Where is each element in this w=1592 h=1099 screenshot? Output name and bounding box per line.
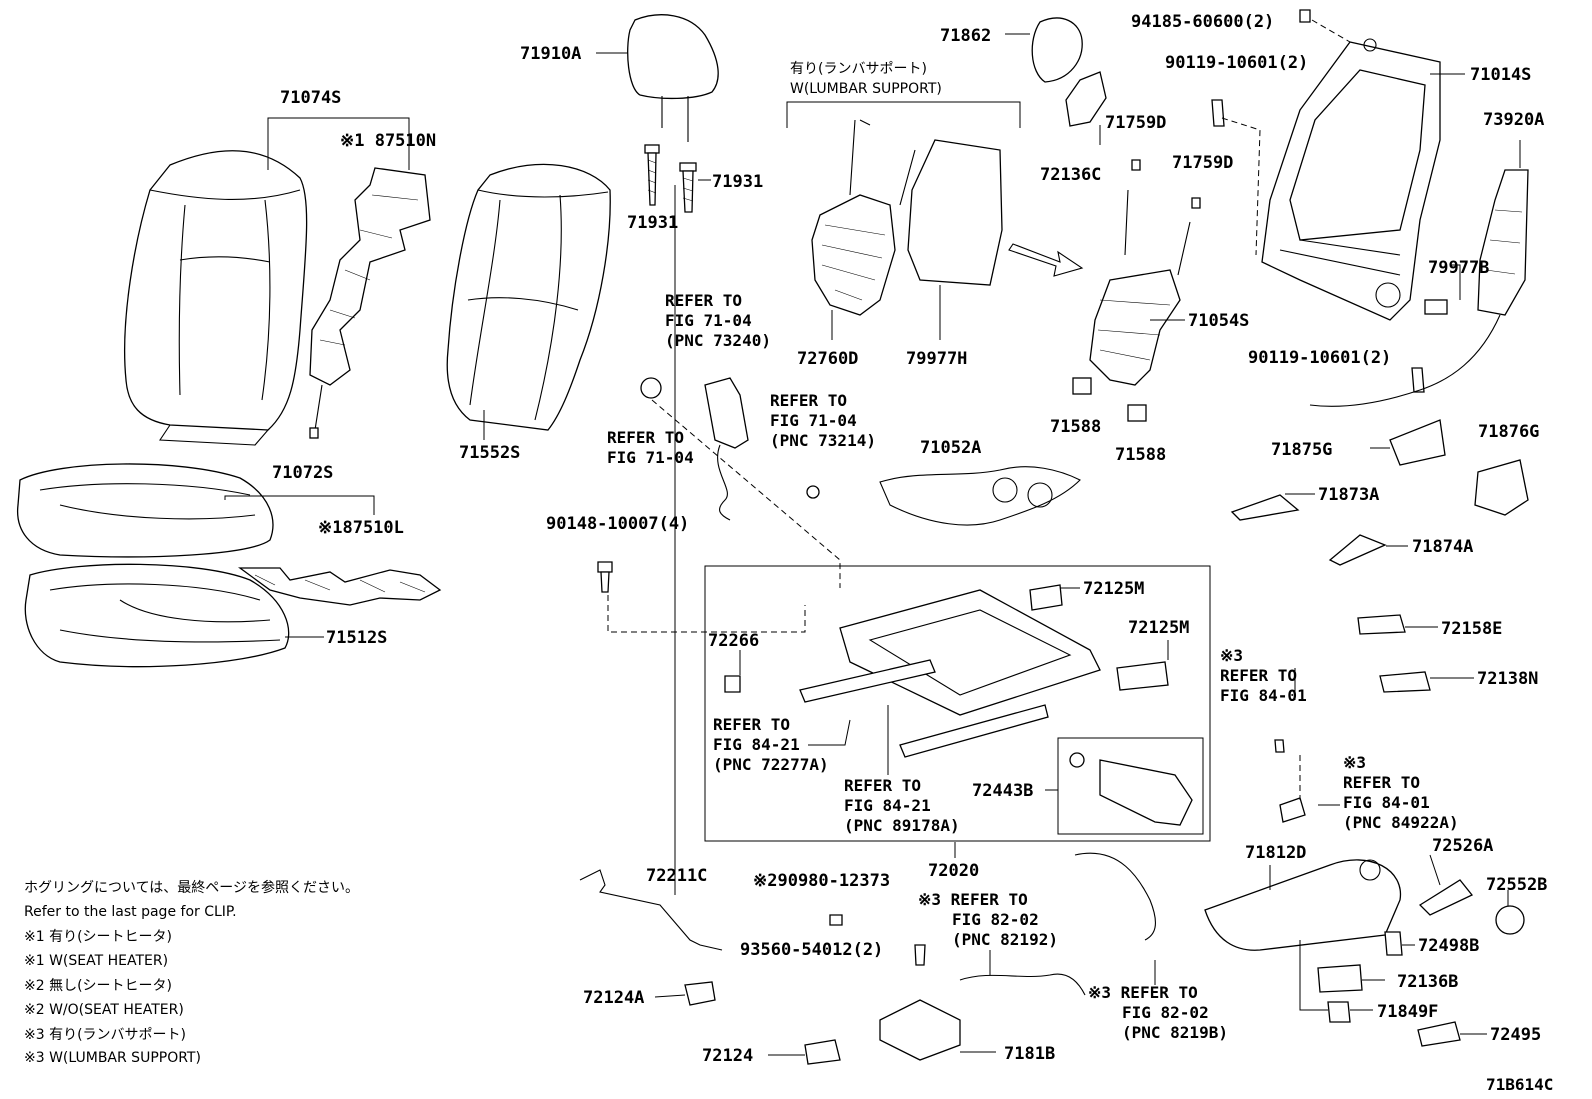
label-71931-left: 71931 xyxy=(627,213,678,233)
note-clip-jp: ホグリングについては、最終ページを参照ください。 xyxy=(24,879,359,896)
cushion-heater-illustration xyxy=(238,567,442,606)
label-71588-1: 71588 xyxy=(1050,417,1101,437)
label-72020: 72020 xyxy=(928,861,979,881)
label-72443B: 72443B xyxy=(972,781,1033,801)
label-72266: 72266 xyxy=(708,631,759,651)
note-3-en: ※3 W(LUMBAR SUPPORT) xyxy=(24,1050,201,1066)
label-72138N: 72138N xyxy=(1477,669,1538,689)
label-72526A: 72526A xyxy=(1432,836,1493,856)
label-71876G: 71876G xyxy=(1478,422,1539,442)
label-87510L: ※187510L xyxy=(318,518,404,538)
label-73920A: 73920A xyxy=(1483,110,1544,130)
seatback-cover-illustration xyxy=(124,150,308,446)
seatbelt-buckle-illustration xyxy=(640,377,820,521)
ref-89178A: REFER TO FIG 84-21 (PNC 89178A) xyxy=(844,776,960,835)
label-7181B: 7181B xyxy=(1004,1044,1055,1064)
label-72498B: 72498B xyxy=(1418,936,1479,956)
note-3-jp: ※3 有り(ランバサポート) xyxy=(24,1027,186,1043)
label-90148: 90148-10007(4) xyxy=(546,514,689,534)
label-71875G: 71875G xyxy=(1271,440,1332,460)
leader-lines xyxy=(224,33,1521,1056)
ref-71-04: REFER TO FIG 71-04 xyxy=(607,428,694,467)
seatback-side-covers xyxy=(1031,17,1201,209)
lumbar-frame-illustration xyxy=(1072,189,1191,422)
seat-cushion-pad-illustration xyxy=(24,563,290,668)
bottom-right-parts xyxy=(1204,739,1525,1047)
seatback-frame-illustration xyxy=(1211,9,1441,393)
lumbar-heading-jp: 有り(ランバサポート) xyxy=(790,61,927,77)
label-71873A: 71873A xyxy=(1318,485,1379,505)
label-72760D: 72760D xyxy=(797,349,858,369)
label-71054S: 71054S xyxy=(1188,311,1249,331)
label-71812D: 71812D xyxy=(1245,843,1306,863)
seat-wire-harness-illustration xyxy=(879,466,1081,526)
seatback-heater-illustration xyxy=(309,167,431,439)
ref-73240: REFER TO FIG 71-04 (PNC 73240) xyxy=(665,291,771,350)
bottom-center-parts xyxy=(579,852,1156,1065)
label-71874A: 71874A xyxy=(1412,537,1473,557)
note-2-en: ※2 W/O(SEAT HEATER) xyxy=(24,1002,184,1018)
seat-track-illustration xyxy=(724,584,1169,758)
label-79977H: 79977H xyxy=(906,349,967,369)
label-72136B: 72136B xyxy=(1397,972,1458,992)
part-labels: 71910A 71931 71931 71074S ※1 87510N 7155… xyxy=(272,12,1547,1066)
label-79977B: 79977B xyxy=(1428,258,1489,278)
lumbar-support-group xyxy=(786,101,1084,316)
label-90980: ※290980-12373 xyxy=(753,871,890,891)
note-1-jp: ※1 有り(シートヒータ) xyxy=(24,929,172,945)
label-72158E: 72158E xyxy=(1441,619,1502,639)
label-72136C: 72136C xyxy=(1040,165,1101,185)
label-71052A: 71052A xyxy=(920,438,981,458)
right-side-small-parts xyxy=(1230,419,1529,693)
label-71910A: 71910A xyxy=(520,44,581,64)
label-71072S: 71072S xyxy=(272,463,333,483)
label-87510N: ※1 87510N xyxy=(340,131,436,151)
seatback-pad-illustration xyxy=(446,163,611,431)
ref-72277A: REFER TO FIG 84-21 (PNC 72277A) xyxy=(713,715,829,774)
legend-notes: ホグリングについては、最終ページを参照ください。 Refer to the la… xyxy=(24,879,359,1066)
lumbar-heading-en: W(LUMBAR SUPPORT) xyxy=(790,81,942,97)
diagram-id: 71B614C xyxy=(1486,1075,1553,1094)
ref-84-01: ※3 REFER TO FIG 84-01 xyxy=(1220,646,1307,705)
note-clip-en: Refer to the last page for CLIP. xyxy=(24,904,237,920)
label-72495: 72495 xyxy=(1490,1025,1541,1045)
label-72124: 72124 xyxy=(702,1046,753,1066)
label-72125M-1: 72125M xyxy=(1083,579,1144,599)
headrest-illustration xyxy=(627,14,719,213)
label-71552S: 71552S xyxy=(459,443,520,463)
label-71849F: 71849F xyxy=(1377,1002,1438,1022)
note-1-en: ※1 W(SEAT HEATER) xyxy=(24,953,168,969)
seat-cushion-cover-illustration xyxy=(17,463,274,558)
label-93560: 93560-54012(2) xyxy=(740,940,883,960)
ref-73214: REFER TO FIG 71-04 (PNC 73214) xyxy=(770,391,876,450)
label-72552B: 72552B xyxy=(1486,875,1547,895)
refer-notes: REFER TO FIG 71-04 (PNC 73240) REFER TO … xyxy=(607,291,1459,1042)
label-71759D-1: 71759D xyxy=(1105,113,1166,133)
label-94185: 94185-60600(2) xyxy=(1131,12,1274,32)
ref-84922A: ※3 REFER TO FIG 84-01 (PNC 84922A) xyxy=(1343,753,1459,832)
label-90119-bottom: 90119-10601(2) xyxy=(1248,348,1391,368)
label-72124A: 72124A xyxy=(583,988,644,1008)
seat-track-group-box xyxy=(704,565,1211,842)
lumbar-group-heading: 有り(ランバサポート) W(LUMBAR SUPPORT) xyxy=(790,61,942,97)
label-72211C: 72211C xyxy=(646,866,707,886)
side-airbag-illustration xyxy=(1309,169,1529,407)
bolt-90148-illustration xyxy=(597,561,613,593)
label-71014S: 71014S xyxy=(1470,65,1531,85)
sub-box-72443B xyxy=(1057,737,1204,835)
label-72125M-2: 72125M xyxy=(1128,618,1189,638)
label-71759D-2: 71759D xyxy=(1172,153,1233,173)
label-71512S: 71512S xyxy=(326,628,387,648)
label-71931-right: 71931 xyxy=(712,172,763,192)
ref-8219B: ※3 REFER TO FIG 82-02 (PNC 8219B) xyxy=(1088,983,1228,1042)
label-71588-2: 71588 xyxy=(1115,445,1166,465)
label-90119-top: 90119-10601(2) xyxy=(1165,53,1308,73)
note-2-jp: ※2 無し(シートヒータ) xyxy=(24,978,172,994)
label-71074S: 71074S xyxy=(280,88,341,108)
label-71862: 71862 xyxy=(940,26,991,46)
ref-82192: ※3 REFER TO FIG 82-02 (PNC 82192) xyxy=(918,890,1058,949)
sub-part-72443B-illustration xyxy=(1069,752,1193,826)
